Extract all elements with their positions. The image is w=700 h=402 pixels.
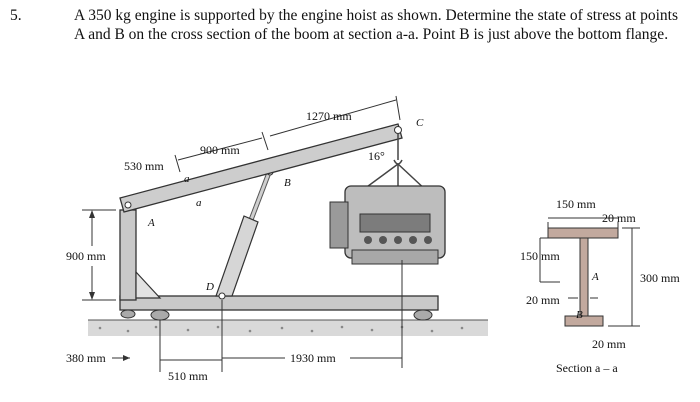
sec-20-flange: 20 mm bbox=[602, 211, 636, 225]
sec-150-top: 150 mm bbox=[556, 197, 596, 211]
dim-530: 530 mm bbox=[124, 159, 164, 173]
label-A: A bbox=[147, 217, 155, 229]
boom bbox=[119, 123, 403, 213]
ground bbox=[88, 319, 488, 336]
dim-380: 380 mm bbox=[66, 351, 106, 365]
base-frame bbox=[119, 209, 439, 321]
section-caption: Section a – a bbox=[556, 361, 618, 375]
dim-900-top: 900 mm bbox=[200, 143, 240, 157]
engine bbox=[329, 185, 446, 265]
hydraulic-cylinder bbox=[215, 168, 274, 300]
problem-number: 5. bbox=[10, 7, 22, 24]
section-i-beam bbox=[539, 217, 640, 327]
sec-150: 150 mm bbox=[520, 249, 560, 263]
problem-text: A 350 kg engine is supported by the engi… bbox=[74, 7, 678, 43]
sec-label-A: A bbox=[591, 271, 599, 283]
sec-300: 300 mm bbox=[640, 271, 680, 285]
dim-bottom bbox=[112, 260, 403, 372]
label-C: C bbox=[416, 117, 424, 129]
dim-900-left: 900 mm bbox=[66, 249, 106, 263]
sec-20-bottom: 20 mm bbox=[592, 337, 626, 351]
label-D: D bbox=[205, 281, 214, 293]
sec-20-web: 20 mm bbox=[526, 293, 560, 307]
dim-510: 510 mm bbox=[168, 369, 208, 383]
angle-16: 16° bbox=[368, 149, 385, 163]
label-a-top: a bbox=[184, 173, 190, 185]
dim-top bbox=[174, 95, 401, 173]
sec-label-B: B bbox=[576, 309, 583, 321]
dim-1270: 1270 mm bbox=[306, 109, 352, 123]
label-a-bottom: a bbox=[196, 197, 202, 209]
label-B: B bbox=[284, 177, 291, 189]
dim-left-900 bbox=[82, 209, 116, 301]
dim-1930: 1930 mm bbox=[290, 351, 336, 365]
